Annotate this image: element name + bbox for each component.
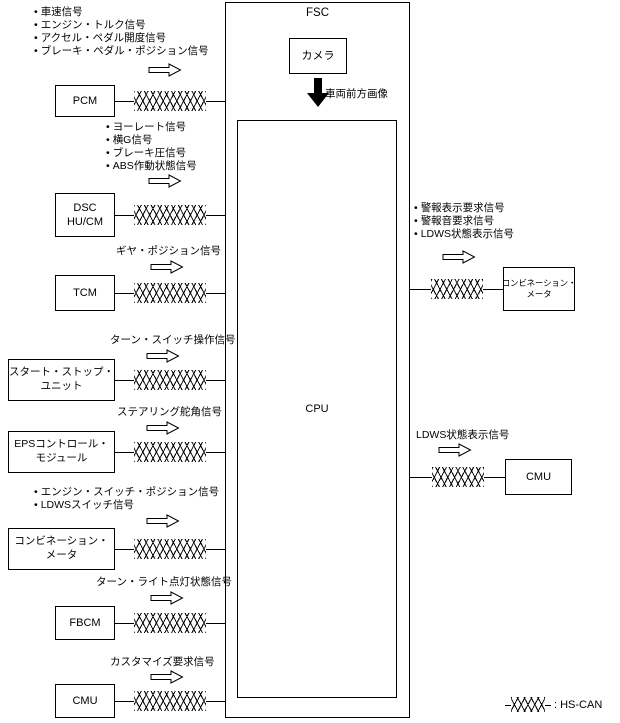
- combination-meter-output-hscan-wire: [410, 279, 503, 299]
- combination-meter-output-box: コンビネーション・ メータ: [501, 267, 577, 311]
- twisted-pair-hatch: [134, 691, 206, 711]
- signal-label: 車速信号: [34, 6, 209, 19]
- twisted-pair-hatch: [134, 205, 206, 225]
- twisted-pair-hatch: [134, 370, 206, 390]
- signal-direction-arrow-icon: [148, 174, 182, 188]
- twisted-pair-hatch: [134, 442, 206, 462]
- eps-signal-label: ステアリング舵角信号: [117, 406, 222, 418]
- cmu-hscan-wire: [115, 691, 225, 711]
- signal-label: ブレーキ圧信号: [106, 147, 197, 160]
- fbcm-box-label: FBCM: [69, 616, 101, 629]
- pcm-box: PCM: [55, 85, 115, 117]
- signal-label: アクセル・ペダル開度信号: [34, 32, 209, 45]
- combination-meter-output-signal-list: 警報表示要求信号 警報音要求信号 LDWS状態表示信号: [414, 202, 514, 241]
- pcm-signal-list: 車速信号 エンジン・トルク信号 アクセル・ペダル開度信号 ブレーキ・ペダル・ポジ…: [34, 6, 209, 58]
- pcm-box-label: PCM: [72, 94, 98, 107]
- tcm-box: TCM: [55, 275, 115, 311]
- signal-label: ヨーレート信号: [106, 121, 197, 134]
- fbcm-signal-label: ターン・ライト点灯状態信号: [96, 576, 232, 588]
- cmu-box: CMU: [55, 684, 115, 718]
- pcm-hscan-wire: [115, 91, 225, 111]
- fbcm-box: FBCM: [55, 606, 115, 640]
- dsc-signal-list: ヨーレート信号 横G信号 ブレーキ圧信号 ABS作動状態信号: [106, 121, 197, 173]
- signal-label: エンジン・トルク信号: [34, 19, 209, 32]
- signal-label: エンジン・スイッチ・ポジション信号: [34, 486, 220, 499]
- camera-output-label: 車両前方画像: [325, 88, 388, 100]
- combination-meter-box-label: コンビネーション・: [14, 535, 109, 548]
- twisted-pair-hatch: [134, 91, 206, 111]
- start-stop-signal-label: ターン・スイッチ操作信号: [110, 334, 236, 346]
- camera-box-label: カメラ: [301, 49, 335, 62]
- cmu-box-label: CMU: [72, 694, 98, 707]
- combination-meter-box: コンビネーション・ メータ: [8, 528, 115, 570]
- tcm-signal-label: ギヤ・ポジション信号: [116, 245, 221, 257]
- signal-direction-arrow-icon: [146, 421, 180, 435]
- start-stop-unit-box-label: ユニット: [40, 380, 83, 392]
- combination-meter-output-box-label: コンビネーション・: [501, 277, 577, 288]
- signal-direction-arrow-icon: [146, 514, 180, 528]
- eps-control-module-box: EPSコントロール・ モジュール: [8, 431, 115, 473]
- legend-hscan-symbol: [505, 697, 551, 712]
- tcm-box-label: TCM: [73, 286, 97, 299]
- signal-label: LDWS状態表示信号: [414, 228, 514, 241]
- signal-direction-arrow-icon: [150, 260, 184, 274]
- signal-label: 警報表示要求信号: [414, 202, 514, 215]
- eps-box-label: EPSコントロール・: [14, 438, 109, 451]
- camera-image-down-arrow-icon: [306, 78, 330, 108]
- signal-direction-arrow-icon: [442, 250, 476, 264]
- fsc-unit-box: [225, 2, 410, 718]
- twisted-pair-hatch: [431, 467, 484, 487]
- fsc-unit-label: FSC: [306, 7, 329, 19]
- signal-label: LDWSスイッチ信号: [34, 499, 219, 512]
- start-stop-hscan-wire: [115, 370, 225, 390]
- twisted-pair-hatch: [134, 539, 206, 559]
- legend-label: : HS-CAN: [554, 699, 603, 711]
- dsc-box: DSC HU/CM: [55, 193, 115, 237]
- twisted-pair-hatch: [511, 697, 545, 712]
- signal-direction-arrow-icon: [150, 670, 184, 684]
- start-stop-unit-box-label: スタート・ストップ・: [9, 366, 114, 379]
- eps-hscan-wire: [115, 442, 225, 462]
- combination-meter-hscan-wire: [115, 539, 225, 559]
- combination-meter-box-label: メータ: [45, 549, 78, 561]
- cmu-output-box: CMU: [505, 459, 572, 495]
- start-stop-unit-box: スタート・ストップ・ ユニット: [8, 359, 115, 401]
- cmu-output-signal-label: LDWS状態表示信号: [416, 429, 510, 441]
- eps-box-label: モジュール: [35, 452, 88, 464]
- signal-direction-arrow-icon: [150, 591, 184, 605]
- signal-direction-arrow-icon: [148, 63, 182, 77]
- cmu-output-box-label: CMU: [525, 470, 552, 483]
- combination-meter-signal-list: エンジン・スイッチ・ポジション信号 LDWSスイッチ信号: [34, 486, 220, 512]
- twisted-pair-hatch: [134, 613, 206, 633]
- signal-direction-arrow-icon: [146, 349, 180, 363]
- signal-label: 横G信号: [106, 134, 197, 147]
- twisted-pair-hatch: [134, 283, 206, 303]
- signal-label: ブレーキ・ペダル・ポジション信号: [34, 45, 209, 58]
- cpu-box: CPU: [237, 120, 397, 698]
- signal-label: ABS作動状態信号: [106, 160, 197, 173]
- twisted-pair-hatch: [430, 279, 483, 299]
- cpu-box-label: CPU: [305, 402, 329, 415]
- dsc-hscan-wire: [115, 205, 225, 225]
- combination-meter-output-box-label: メータ: [526, 289, 552, 299]
- cmu-signal-label: カスタマイズ要求信号: [110, 656, 215, 668]
- fbcm-hscan-wire: [115, 613, 225, 633]
- cmu-output-hscan-wire: [410, 467, 505, 487]
- dsc-box-label: DSC: [73, 201, 97, 214]
- signal-direction-arrow-icon: [438, 443, 472, 457]
- camera-box: カメラ: [289, 38, 347, 74]
- signal-label: 警報音要求信号: [414, 215, 514, 228]
- tcm-hscan-wire: [115, 283, 225, 303]
- dsc-box-label: HU/CM: [66, 216, 104, 228]
